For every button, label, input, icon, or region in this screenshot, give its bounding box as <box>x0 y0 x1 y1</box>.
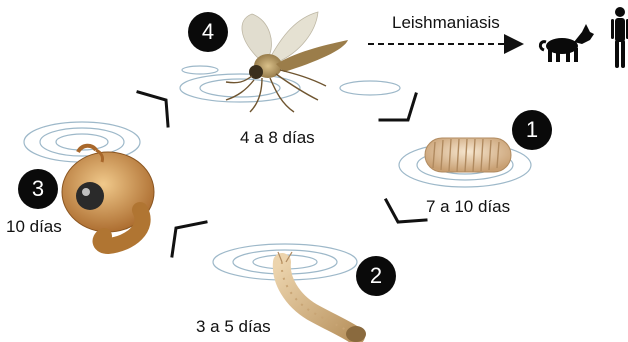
cycle-arrows <box>138 92 426 256</box>
sandfly-egg-icon <box>425 138 511 172</box>
stage-badge-1: 1 <box>512 110 552 150</box>
cycle-arrow-adult-to-egg <box>380 94 416 120</box>
stage-badge-3: 3 <box>18 169 58 209</box>
duration-pupa: 10 días <box>6 218 62 235</box>
stage-badge-2: 2 <box>356 256 396 296</box>
cycle-arrow-pupa-to-adult <box>138 92 168 126</box>
duration-larva: 3 a 5 días <box>196 318 271 335</box>
dog-icon <box>540 24 594 62</box>
human-silhouette-icon <box>611 7 628 68</box>
cycle-arrow-egg-to-larva <box>386 200 426 222</box>
cycle-arrow-larva-to-pupa <box>172 222 206 256</box>
disease-label: Leishmaniasis <box>392 14 500 31</box>
duration-adult: 4 a 8 días <box>240 129 315 146</box>
sandfly-larva-icon <box>278 252 366 342</box>
sandfly-pupa-icon <box>62 146 154 246</box>
duration-egg: 7 a 10 días <box>426 198 510 215</box>
stage-badge-4: 4 <box>188 12 228 52</box>
